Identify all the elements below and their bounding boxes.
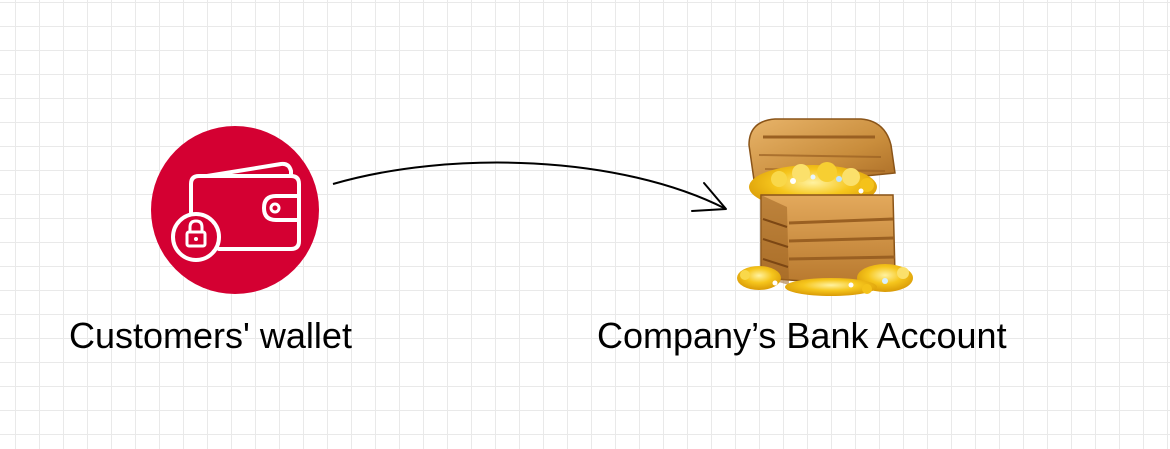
wallet-label: Customers' wallet	[69, 315, 352, 356]
bank-account-label: Company’s Bank Account	[597, 315, 1007, 356]
treasure-chest-icon	[737, 118, 913, 296]
arrowhead	[691, 182, 727, 212]
connector-line	[332, 161, 727, 210]
wallet-lock-icon	[151, 126, 319, 294]
